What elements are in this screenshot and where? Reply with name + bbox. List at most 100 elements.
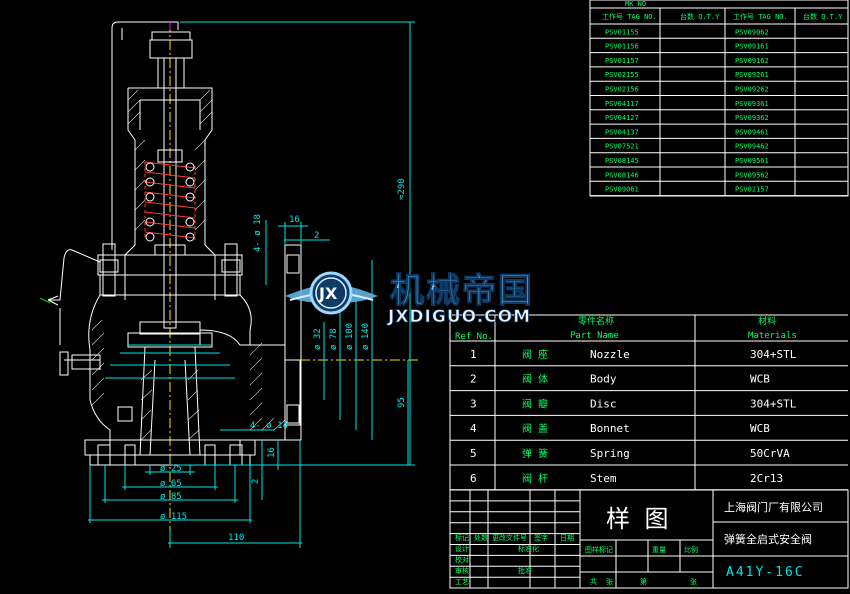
tb-label-process: 工艺 [455, 578, 469, 586]
product-name: 弹簧全启式安全阀 [724, 532, 812, 546]
part-name-cn: 阀 座 [522, 348, 548, 361]
dim-d78: ø 78 [329, 328, 339, 350]
tag-right-cell: PSV09361 [735, 100, 769, 108]
tag-table-caption: MK NO [625, 0, 646, 8]
tag-left-cell: PSV04137 [605, 128, 639, 136]
tag-left-cell: PSV02155 [605, 71, 639, 79]
tag-right-cell: PSV09162 [735, 57, 769, 65]
tb-label-sign: 签字 [534, 533, 548, 542]
tb-label-approve: 批准 [518, 566, 532, 575]
dim-d25: ø 25 [160, 464, 182, 474]
dim-d32: ø 32 [313, 328, 323, 350]
tb-label-change: 更改文件号 [492, 533, 527, 542]
drawing-name: 样 图 [606, 505, 668, 533]
part-name-cn: 阀 杆 [522, 472, 548, 485]
title-block: 样 图 上海阀门厂有限公司 弹簧全启式安全阀 A41Y-16C 图样标记 重量 … [449, 489, 849, 589]
part-name-en: Nozzle [590, 348, 630, 361]
part-ref-no: 2 [470, 373, 477, 386]
watermark-en: JXDIGUO.COM [387, 307, 531, 327]
tb-label-check: 校对 [455, 555, 469, 564]
jx-badge-icon [309, 271, 353, 315]
watermark-logo-text: JX [318, 284, 338, 303]
part-material: 304+STL [750, 397, 797, 410]
tag-right-cell: PSV02157 [735, 186, 769, 194]
dim-d85: ø 85 [160, 492, 182, 502]
tag-left-cell: PSV01157 [605, 57, 639, 65]
tag-right-cell: PSV09261 [735, 71, 769, 79]
part-ref-no: 4 [470, 422, 477, 435]
dim-d115: ø 115 [160, 512, 187, 522]
tag-header-1: 工作号 TAG NO. [602, 12, 657, 21]
tag-left-cell: PSV04117 [605, 100, 639, 108]
part-name-en: Disc [590, 397, 617, 410]
model-number: A41Y-16C [726, 565, 805, 580]
part-name-cn: 弹 簧 [522, 447, 548, 460]
watermark-logo: JX 机械帝国 JXDIGUO.COM [285, 271, 534, 327]
tb-label-mark: 图样标记 [585, 545, 613, 554]
part-material: WCB [750, 422, 770, 435]
parts-header-name-en: Part Name [570, 331, 619, 341]
tag-right-cell: PSV09362 [735, 114, 769, 122]
dimension-lines: ≈290 4- ø 18 16 2 ø 32 ø 78 ø 100 ø 140 … [88, 21, 415, 548]
spring [144, 161, 196, 240]
tb-label-total: 共 [590, 577, 597, 586]
tag-left-cell: PSV04127 [605, 114, 639, 122]
parts-header-mat-en: Materials [748, 331, 797, 341]
tag-header-3: 工作号 TAG NO. [733, 12, 788, 21]
part-material: 304+STL [750, 348, 797, 361]
tag-left-cell: PSV07521 [605, 143, 639, 151]
dim-110: 110 [228, 533, 244, 543]
part-name-en: Spring [590, 447, 630, 460]
tag-right-cell: PSV09561 [735, 157, 769, 165]
part-material: 2Cr13 [750, 472, 783, 485]
part-material: WCB [750, 373, 770, 386]
parts-header-mat-cn: 材料 [758, 315, 776, 327]
dim-2-bottom: 2 [251, 479, 261, 484]
tb-label-sheet1: 张 [606, 577, 613, 586]
part-ref-no: 1 [470, 348, 477, 361]
tag-right-cell: PSV09462 [735, 143, 769, 151]
dim-16-top: 16 [289, 215, 300, 225]
part-material: 50CrVA [750, 447, 790, 460]
tb-label-chushu: 处数 [474, 533, 488, 542]
tag-left-cell: PSV09061 [605, 186, 639, 194]
tag-right-cell: PSV09062 [735, 28, 769, 36]
tb-label-date: 日期 [560, 534, 574, 542]
dim-d65: ø 65 [160, 479, 182, 489]
dim-16-bottom: 16 [267, 447, 277, 458]
tag-left-cell: PSV01156 [605, 43, 639, 51]
tb-label-review: 审核 [455, 566, 469, 575]
part-ref-no: 6 [470, 472, 477, 485]
part-name-en: Stem [590, 472, 617, 485]
part-name-en: Body [590, 373, 617, 386]
part-ref-no: 5 [470, 447, 477, 460]
tag-left-cell: PSV01155 [605, 28, 639, 36]
tag-right-cell: PSV09461 [735, 128, 769, 136]
tag-right-cell: PSV09262 [735, 86, 769, 94]
dim-95: 95 [397, 397, 407, 408]
part-name-cn: 阀 体 [522, 373, 548, 386]
dim-overall-height: ≈290 [397, 178, 407, 200]
dim-4-d18: 4- ø 18 [253, 214, 263, 252]
dim-d100: ø 100 [345, 323, 355, 350]
watermark-cn: 机械帝国 [390, 271, 534, 311]
company-name: 上海阀门厂有限公司 [724, 500, 823, 514]
dim-4-d14: 4- ø 14 [250, 421, 288, 431]
tag-left-cell: PSV08146 [605, 171, 639, 179]
part-name-cn: 阀 瓣 [522, 397, 548, 410]
tb-label-design: 设计 [455, 544, 469, 553]
dim-d140: ø 140 [361, 323, 371, 350]
tag-header-4: 台数 Q.T.Y [803, 12, 843, 21]
tag-left-cell: PSV08145 [605, 157, 639, 165]
safety-valve-section-view [39, 21, 420, 548]
dim-2-top: 2 [314, 231, 319, 241]
tag-right-cell: PSV09562 [735, 171, 769, 179]
tag-left-cell: PSV02156 [605, 86, 639, 94]
tb-label-sheet2: 张 [690, 577, 697, 586]
tb-label-standard: 标准化 [518, 544, 539, 553]
part-ref-no: 3 [470, 397, 477, 410]
